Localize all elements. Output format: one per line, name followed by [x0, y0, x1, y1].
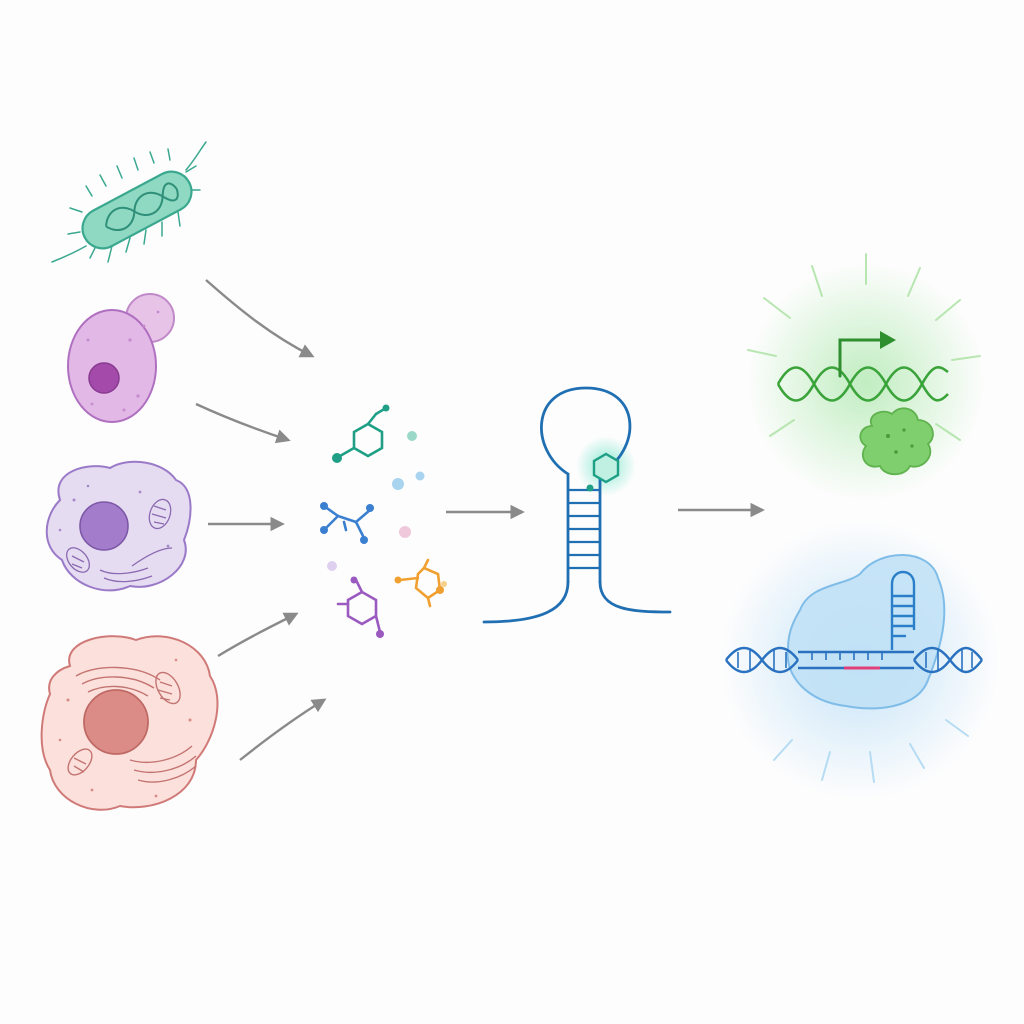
- arrow-yeast: [195, 402, 291, 444]
- animal-cell: [40, 635, 219, 811]
- arrow-animal-1: [217, 612, 299, 658]
- arrow-bacterium: [205, 279, 315, 358]
- plant-cell: [45, 460, 192, 592]
- activation-rays: [747, 253, 981, 441]
- gene-activation: [746, 253, 986, 502]
- crispr-complex: [720, 520, 1000, 800]
- hairpin-base-pairs: [568, 488, 600, 570]
- purple-ligand: [336, 576, 384, 638]
- teal-ligand: [332, 404, 390, 463]
- hairpin-aptamer: [482, 386, 672, 624]
- dna-base-pairs: [737, 650, 973, 670]
- crispr-rays: [773, 719, 969, 783]
- dna-helix-blue: [725, 646, 983, 674]
- dna-helix-green: [776, 366, 949, 402]
- input-arrows: [195, 279, 327, 761]
- promoter-arrow-icon: [838, 331, 896, 378]
- orange-ligand: [394, 558, 444, 608]
- expressed-protein: [859, 407, 934, 476]
- arrow-animal-2: [239, 698, 327, 761]
- bacterium: [51, 141, 207, 263]
- yeast-cell: [67, 293, 175, 423]
- guide-rna-hairpin: [890, 570, 916, 650]
- blue-ligand: [320, 502, 374, 544]
- bound-ligand: [586, 452, 620, 492]
- protein-blob: [786, 554, 946, 710]
- molecule-dots: [327, 431, 447, 587]
- riboswitch: [482, 386, 672, 624]
